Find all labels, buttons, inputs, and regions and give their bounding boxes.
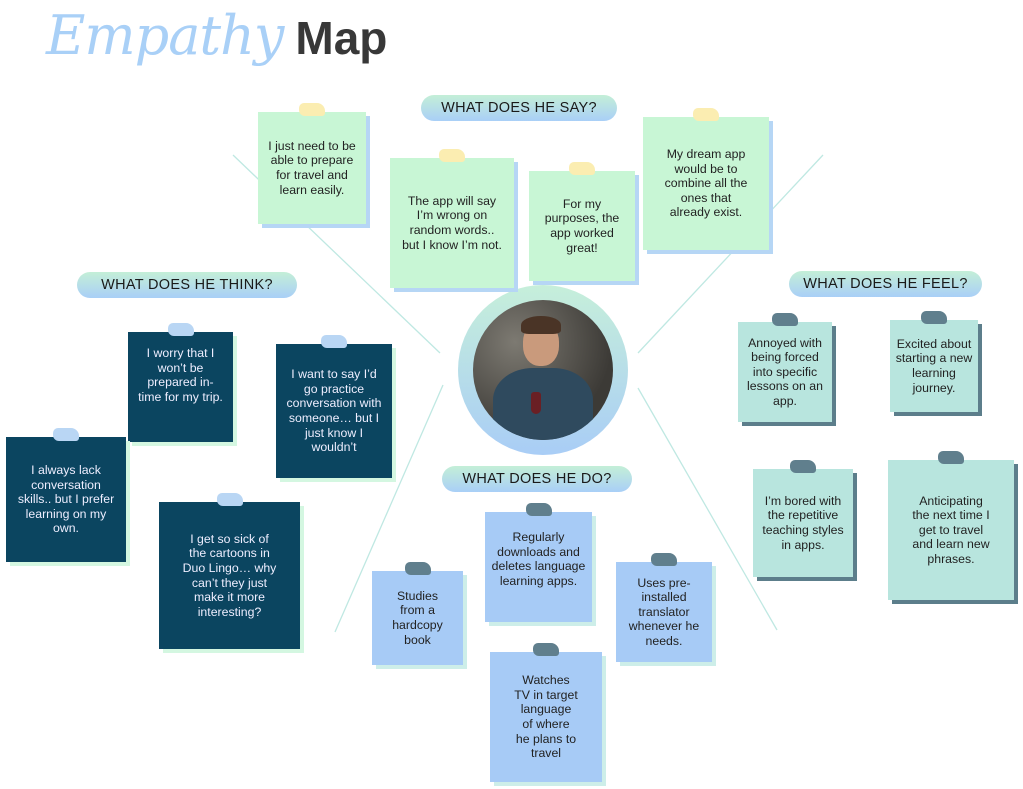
tape-icon [321,335,347,348]
title-map: Map [295,12,388,64]
say-note: I just need to be able to prepare for tr… [258,103,366,224]
note-text: Annoyed with being forced into specific … [747,335,823,408]
title-empathy: Empathy [46,4,284,67]
tape-icon [53,428,79,441]
note-text: Anticipating the next time I get to trav… [912,493,990,566]
avatar-photo [473,300,613,440]
note-text: I always lack conversation skills.. but … [17,463,115,536]
note-text: The app will say I’m wrong on random wor… [402,193,502,252]
header-feel: WHAT DOES HE FEEL? [789,271,982,297]
note-text: My dream app would be to combine all the… [664,147,748,220]
tape-icon [439,149,465,162]
page-title: Empathy Map [46,4,387,74]
note-text: I’m bored with the repetitive teaching s… [762,493,844,552]
header-think: WHAT DOES HE THINK? [77,272,297,298]
tape-icon [938,451,964,464]
tape-icon [790,460,816,473]
line-do-left [334,384,444,633]
think-note: I get so sick of the cartoons in Duo Lin… [159,493,300,649]
note-text: Regularly downloads and deletes language… [491,530,586,588]
header-say: WHAT DOES HE SAY? [421,95,617,121]
note-text: I want to say I’d go practice conversati… [286,367,382,455]
note-text: I worry that I won’t be prepared in-time… [138,346,223,404]
note-text: Studies from a hardcopy book [392,588,443,647]
tape-icon [533,643,559,656]
think-note: I always lack conversation skills.. but … [6,428,126,562]
feel-note: Annoyed with being forced into specific … [738,313,832,422]
say-note: The app will say I’m wrong on random wor… [390,149,514,288]
line-do-right [637,387,778,631]
tape-icon [569,162,595,175]
tape-icon [404,562,431,575]
line-say-right [637,154,824,354]
tape-icon [299,103,325,116]
think-note: I worry that I won’t be prepared in-time… [128,323,233,442]
tape-icon [651,553,677,566]
do-note: Studies from a hardcopy book [372,562,463,665]
say-note: For my purposes, the app worked great! [529,162,635,281]
tape-icon [693,108,719,121]
tape-icon [167,323,194,336]
note-text: Watches TV in target language of where h… [514,673,578,761]
avatar [458,285,628,455]
note-text: Uses pre-installed translator whenever h… [628,575,700,648]
header-do: WHAT DOES HE DO? [442,466,632,492]
do-note: Regularly downloads and deletes language… [485,503,592,622]
note-text: For my purposes, the app worked great! [544,196,620,255]
feel-note: I’m bored with the repetitive teaching s… [753,460,853,577]
note-text: I just need to be able to prepare for tr… [268,138,356,197]
tape-icon [772,313,798,326]
think-note: I want to say I’d go practice conversati… [276,335,392,478]
tape-icon [525,503,552,516]
note-text: I get so sick of the cartoons in Duo Lin… [182,531,277,619]
feel-note: Anticipating the next time I get to trav… [888,451,1014,600]
tape-icon [216,493,243,506]
note-text: Excited about starting a new learning jo… [895,336,973,395]
do-note: Watches TV in target language of where h… [490,643,602,782]
do-note: Uses pre-installed translator whenever h… [616,553,712,662]
say-note: My dream app would be to combine all the… [643,108,769,250]
tape-icon [921,311,947,324]
feel-note: Excited about starting a new learning jo… [890,311,978,412]
